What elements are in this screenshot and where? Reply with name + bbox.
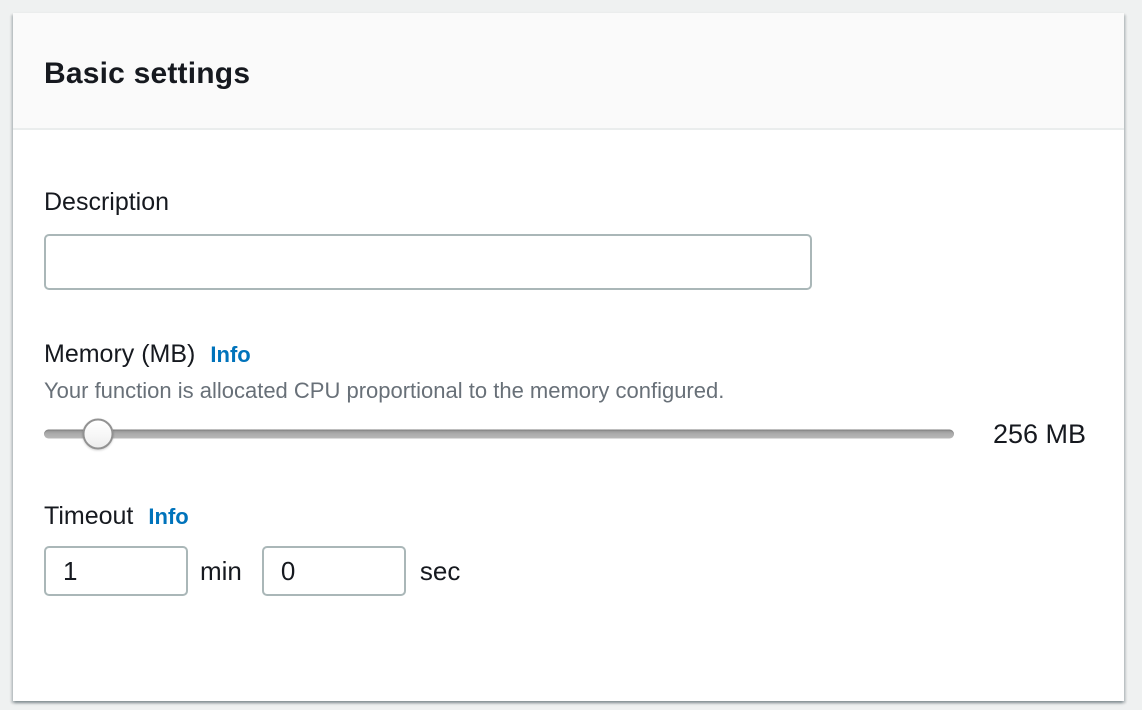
card-body: Description Memory (MB) Info Your functi… <box>13 130 1124 596</box>
basic-settings-card: Basic settings Description Memory (MB) I… <box>13 13 1124 701</box>
memory-label: Memory (MB) <box>44 340 196 368</box>
page-title: Basic settings <box>44 56 251 90</box>
memory-value-display: 256 MB <box>992 418 1086 449</box>
timeout-field-group: Timeout Info min sec <box>44 501 1086 596</box>
description-field-group: Description <box>44 187 1086 290</box>
timeout-seconds-unit-label: sec <box>419 555 461 586</box>
memory-slider-track[interactable] <box>44 429 954 439</box>
timeout-minutes-input[interactable] <box>44 546 188 596</box>
memory-slider[interactable] <box>44 412 954 456</box>
memory-help-text: Your function is allocated CPU proportio… <box>44 378 725 403</box>
description-input[interactable] <box>44 234 812 290</box>
timeout-seconds-input[interactable] <box>261 546 406 596</box>
timeout-info-link[interactable]: Info <box>148 504 189 529</box>
timeout-label: Timeout <box>44 502 134 530</box>
memory-info-link[interactable]: Info <box>210 342 251 367</box>
card-header: Basic settings <box>13 13 1124 130</box>
memory-slider-handle[interactable] <box>82 418 114 450</box>
memory-field-group: Memory (MB) Info Your function is alloca… <box>44 339 1086 456</box>
timeout-minutes-unit-label: min <box>200 555 242 586</box>
description-label: Description <box>44 188 170 216</box>
